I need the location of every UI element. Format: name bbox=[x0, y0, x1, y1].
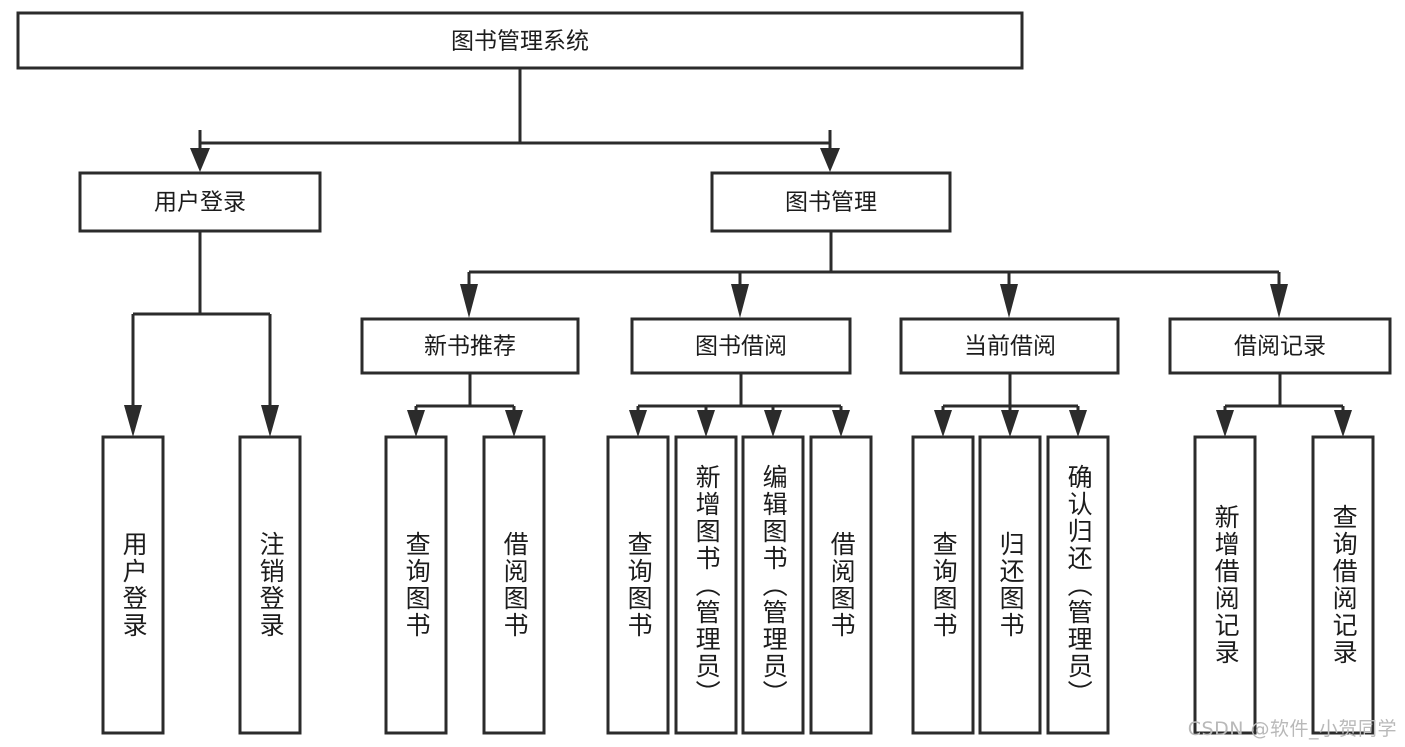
arrow-head-current-leaf-3 bbox=[1069, 410, 1087, 437]
arrow-head-borrow-leaf-3 bbox=[764, 410, 782, 437]
node-book-manage-box[interactable] bbox=[710, 171, 952, 233]
arrow-head-current-borrow bbox=[1000, 284, 1018, 318]
node-user-login-box[interactable] bbox=[78, 171, 322, 233]
arrow-head-records-leaf-2 bbox=[1334, 410, 1352, 437]
leaf-box-recommend-search-book[interactable] bbox=[384, 435, 448, 735]
node-book-borrow-label: 图书借阅 bbox=[695, 334, 787, 360]
arrow-head-leaf-logout bbox=[261, 405, 279, 437]
leaf-box-borrow-add-book[interactable] bbox=[674, 435, 738, 735]
arrow-head-current-leaf-2 bbox=[1001, 410, 1019, 437]
arrow-head-leaf-user-login bbox=[124, 405, 142, 437]
leaf-box-records-add-record[interactable] bbox=[1193, 435, 1257, 735]
arrow-head-borrow-records bbox=[1270, 284, 1288, 318]
leaf-box-user-login[interactable] bbox=[101, 435, 165, 735]
leaf-box-recommend-borrow-book[interactable] bbox=[482, 435, 546, 735]
watermark-text: CSDN @软件_小贺同学 bbox=[1187, 718, 1397, 740]
arrow-head-book-manage bbox=[820, 148, 840, 172]
node-book-borrow-box[interactable] bbox=[630, 317, 852, 375]
arrow-head-records-leaf-1 bbox=[1216, 410, 1234, 437]
leaf-box-current-search-book[interactable] bbox=[911, 435, 975, 735]
arrow-head-new-book-recommend bbox=[460, 284, 478, 318]
node-current-borrow-label: 当前借阅 bbox=[964, 334, 1056, 360]
node-book-manage-label: 图书管理 bbox=[785, 190, 877, 216]
arrow-head-recommend-leaf-2 bbox=[505, 410, 523, 437]
arrow-head-borrow-leaf-1 bbox=[629, 410, 647, 437]
arrow-head-borrow-leaf-2 bbox=[697, 410, 715, 437]
node-borrow-records-label: 借阅记录 bbox=[1234, 334, 1326, 360]
leaf-box-borrow-search-book[interactable] bbox=[606, 435, 670, 735]
node-new-book-recommend-box[interactable] bbox=[360, 317, 580, 375]
arrow-head-book-borrow bbox=[731, 284, 749, 318]
leaf-box-current-return-book[interactable] bbox=[978, 435, 1042, 735]
arrow-head-user-login bbox=[190, 148, 210, 172]
arrow-head-current-leaf-1 bbox=[934, 410, 952, 437]
arrow-head-borrow-leaf-4 bbox=[832, 410, 850, 437]
node-new-book-recommend-label: 新书推荐 bbox=[424, 334, 516, 360]
leaf-box-logout[interactable] bbox=[238, 435, 302, 735]
leaf-box-borrow-borrow-book[interactable] bbox=[809, 435, 873, 735]
leaf-box-borrow-edit-book[interactable] bbox=[741, 435, 805, 735]
leaf-box-current-confirm-return[interactable] bbox=[1046, 435, 1110, 735]
node-borrow-records-box[interactable] bbox=[1168, 317, 1392, 375]
leaf-box-records-search-record[interactable] bbox=[1311, 435, 1375, 735]
node-root-box[interactable] bbox=[16, 11, 1024, 70]
arrow-head-recommend-leaf-1 bbox=[407, 410, 425, 437]
node-root-label: 图书管理系统 bbox=[451, 29, 589, 55]
node-user-login-label: 用户登录 bbox=[154, 190, 246, 216]
node-current-borrow-box[interactable] bbox=[899, 317, 1120, 375]
